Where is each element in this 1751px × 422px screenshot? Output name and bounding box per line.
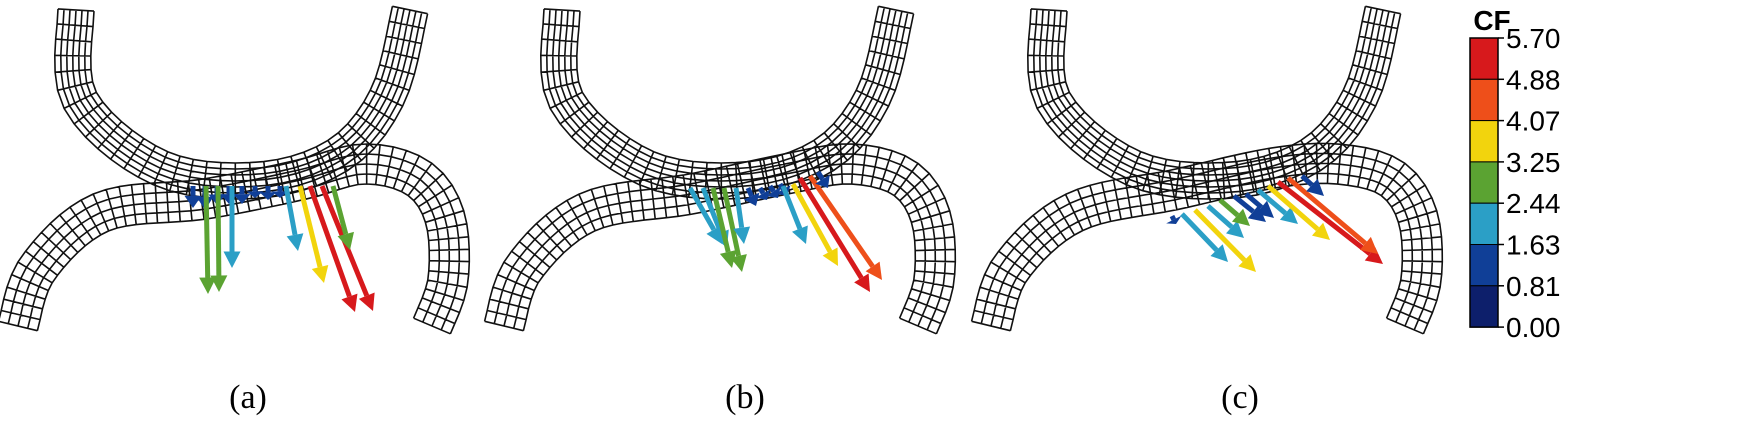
colorbar-tick-label: 4.07 [1506,106,1561,137]
colorbar-swatch-6 [1469,244,1499,287]
panels [0,5,1444,335]
force-arrow-c-9 [1266,184,1330,240]
force-arrow-b-4 [721,187,747,272]
force-arrow-a-6 [246,186,264,198]
force-arrow-a-12 [283,185,304,251]
colorbar-swatch-1 [1469,37,1499,80]
force-arrow-b-13 [807,174,882,280]
upper-arch-mesh [54,5,429,200]
panel-b [483,5,957,335]
force-arrow-a-11 [223,186,241,268]
force-arrow-a-1 [184,186,202,208]
force-arrow-a-5 [233,186,251,204]
panel-label-b: (b) [725,379,765,416]
colorbar-ticks: 5.70 4.88 4.07 3.25 2.44 1.63 0.81 0.00 [1498,23,1561,343]
force-arrow-c-7 [1244,192,1274,218]
force-arrow-c-1 [1166,214,1182,224]
force-arrow-b-8 [766,184,781,198]
colorbar-title: CF [1473,5,1510,36]
force-arrow-a-10 [210,185,228,292]
panel-label-c: (c) [1221,379,1259,416]
force-arrow-b-5 [733,187,751,244]
colorbar-swatch-7 [1469,285,1499,328]
force-arrow-c-8 [1256,188,1298,224]
colorbar-tick-label: 0.81 [1506,271,1561,302]
colorbar-tick-label: 2.44 [1506,188,1561,219]
panel-c [970,5,1444,335]
force-arrow-b-3 [710,187,737,268]
force-arrow-a-8 [271,186,289,198]
colorbar-tick-label: 0.00 [1506,312,1561,343]
panel-label-a: (a) [229,379,267,416]
force-arrow-b-12 [797,176,870,292]
force-arrow-c-12 [1300,174,1324,196]
force-arrow-b-7 [755,186,771,200]
force-arrow-c-11 [1286,176,1378,254]
colorbar-boxes [1469,37,1499,328]
force-arrow-a-13 [297,185,329,283]
colorbar-tick-label: 1.63 [1506,230,1561,261]
force-arrow-b-14 [815,170,830,188]
colorbar-swatch-5 [1469,202,1499,245]
force-arrow-a-16 [330,185,354,250]
force-arrow-c-10 [1276,180,1383,264]
colorbar-tick-label: 3.25 [1506,147,1561,178]
force-arrow-a-9 [199,185,217,294]
force-arrow-c-3 [1193,208,1256,272]
force-arrow-a-7 [259,186,277,200]
upper-arch-mesh [1027,5,1402,200]
force-arrow-a-14 [307,185,358,312]
colorbar-swatch-3 [1469,120,1499,163]
colorbar-frame [1469,37,1499,328]
lower-arch-mesh [483,143,957,335]
colorbar-swatch-2 [1469,78,1499,122]
force-arrow-b-6 [743,186,760,206]
force-arrow-b-11 [790,182,838,266]
force-arrow-c-2 [1180,212,1228,262]
force-arrow-c-4 [1206,204,1244,238]
cf-colorbar: CF 5.70 4.88 4.07 3.25 2.44 1.63 0.81 0.00 [1469,5,1561,343]
force-arrow-b-10 [780,185,808,244]
colorbar-tick-label: 5.70 [1506,23,1561,54]
panel-a [0,5,471,335]
colorbar-tick-label: 4.88 [1506,64,1561,95]
force-arrow-c-5 [1218,198,1250,226]
lower-arch-mesh [970,142,1444,335]
colorbar-swatch-4 [1469,161,1499,204]
